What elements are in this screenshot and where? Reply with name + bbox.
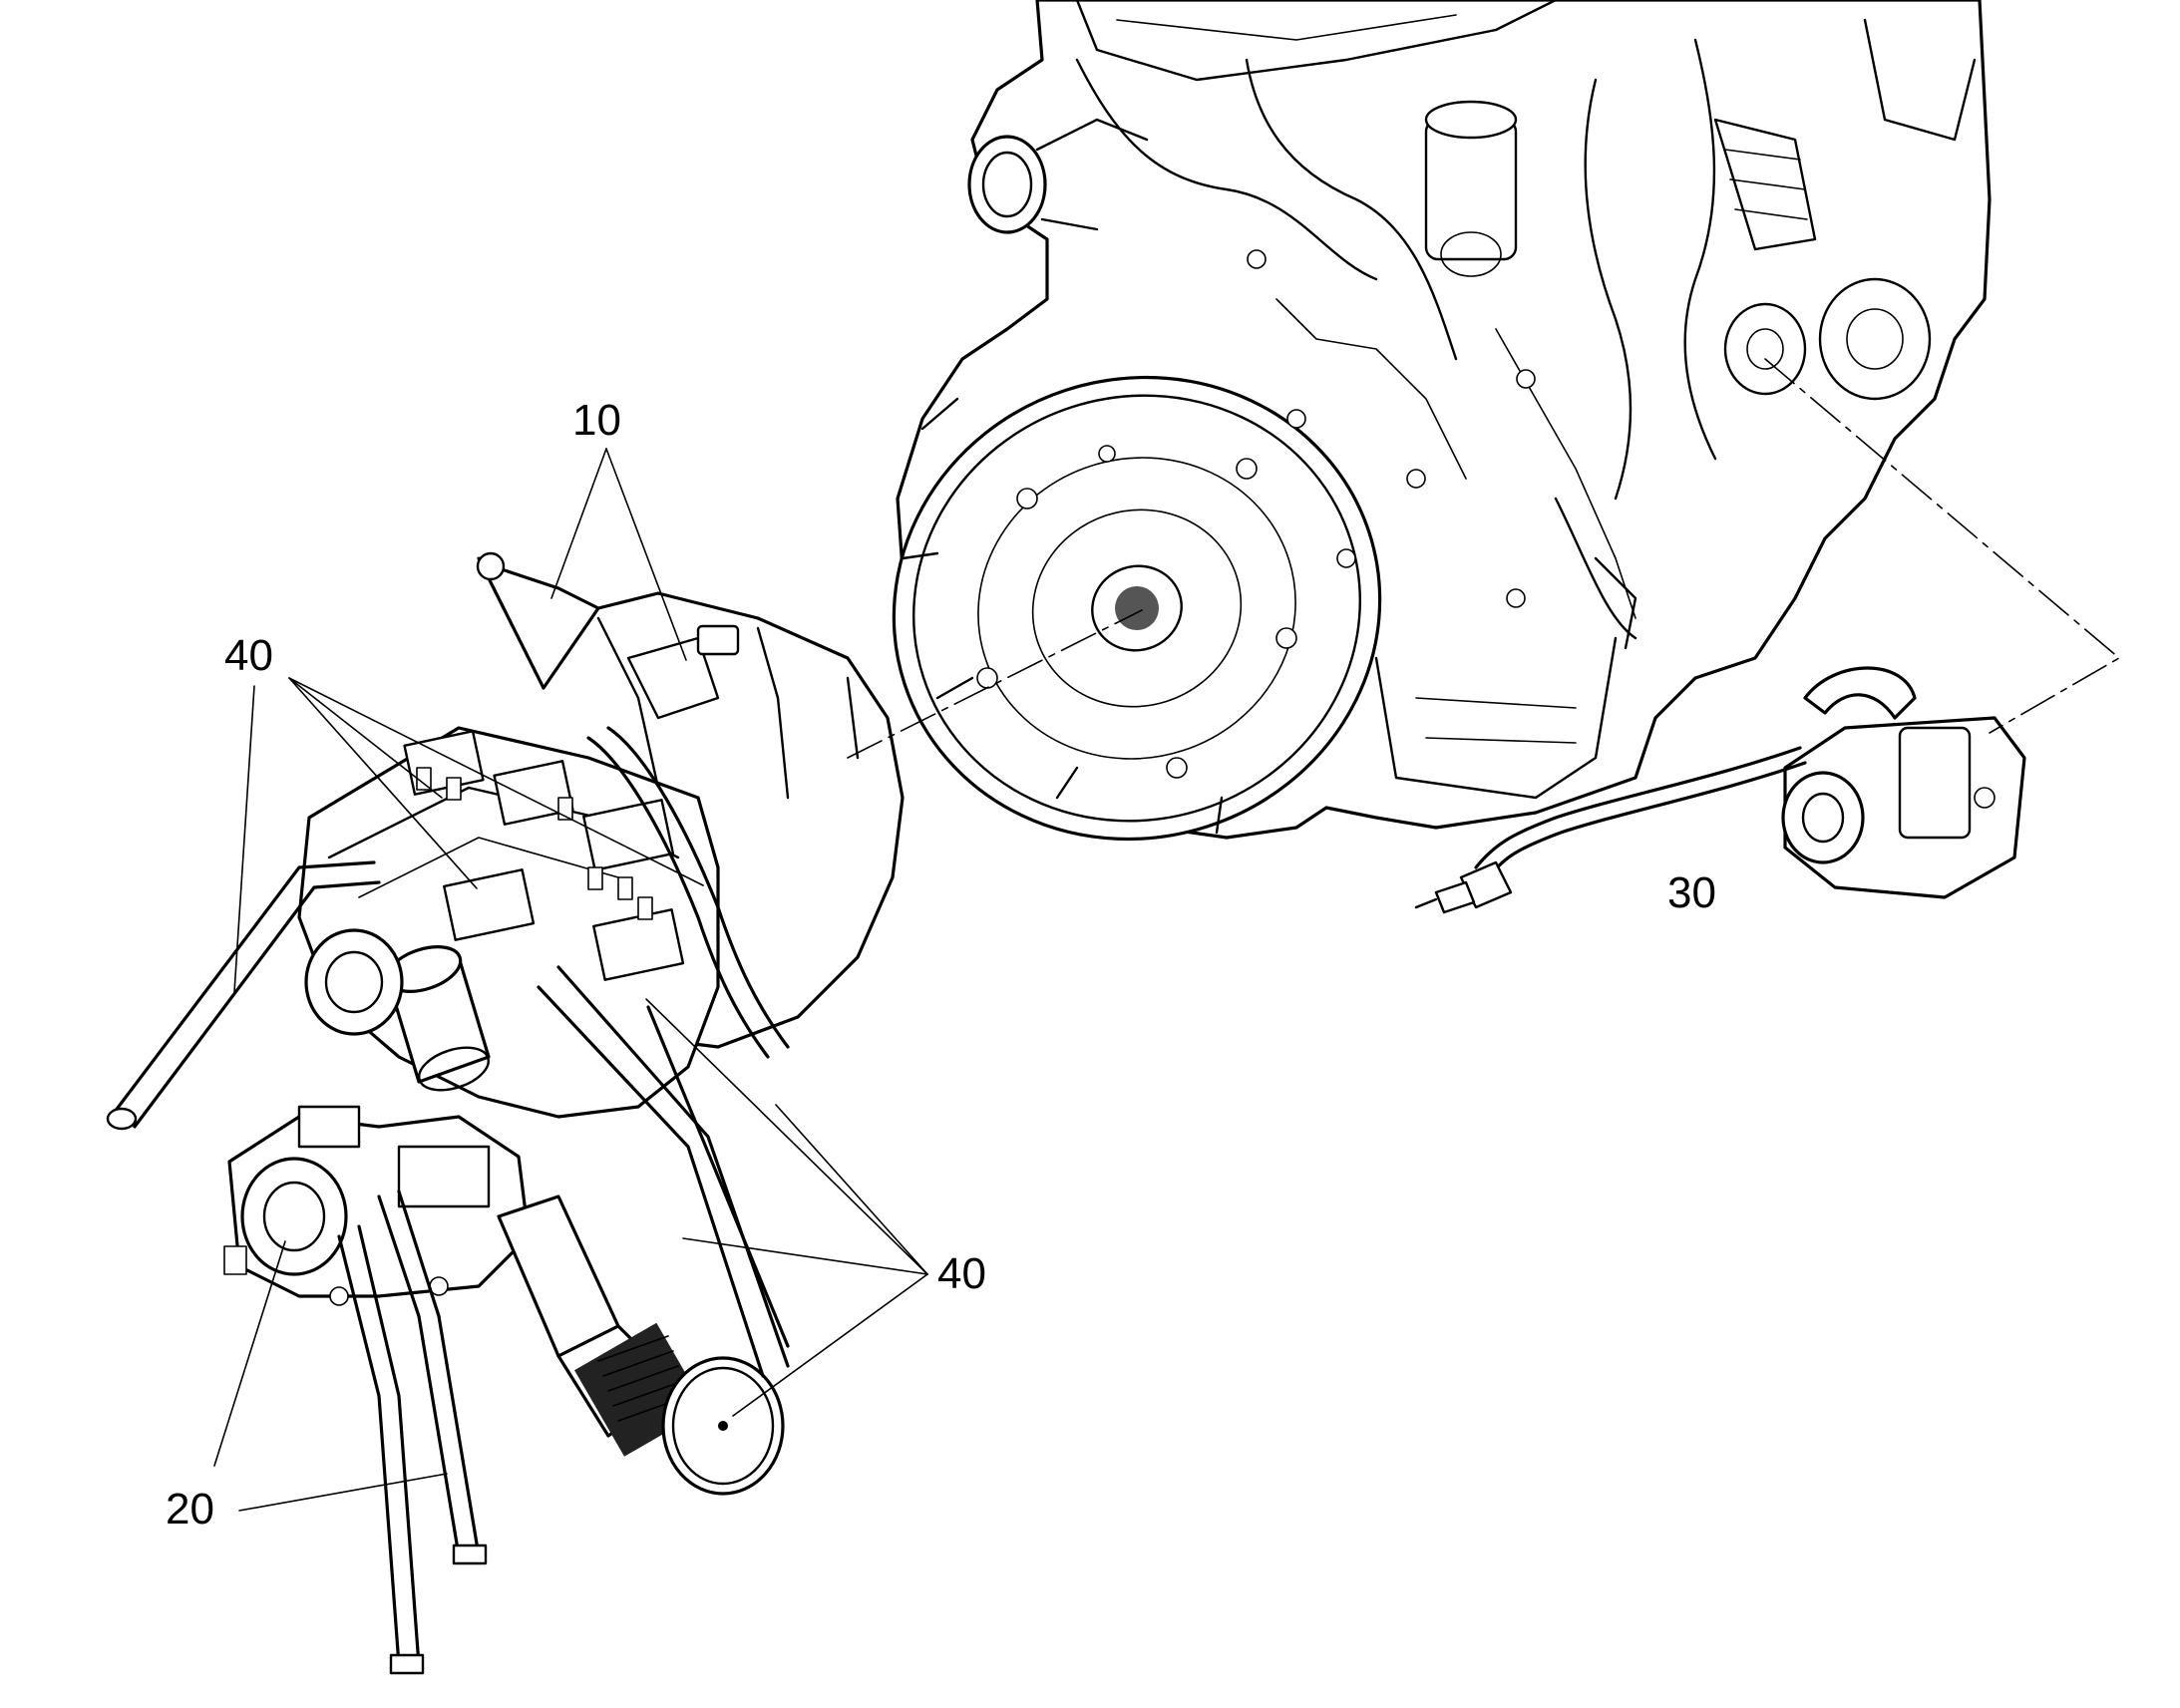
pump-drive-assembly (106, 551, 905, 1675)
callout-labels: 10 40 40 20 30 (166, 396, 1716, 1534)
flywheel (892, 375, 1382, 842)
alignment-lines (847, 358, 2120, 759)
hose-lines (106, 726, 790, 1675)
callout-10: 10 (572, 396, 621, 445)
leader-lines (213, 448, 928, 1512)
engine-assembly (892, 0, 1992, 842)
hydraulic-pump (223, 1105, 531, 1306)
starter-motor-assembly (1414, 666, 2026, 914)
callout-40-lower: 40 (937, 1249, 986, 1298)
filter-canister (385, 945, 491, 1092)
callout-40-upper: 40 (224, 631, 273, 680)
callout-20: 20 (166, 1485, 214, 1534)
suction-hose (497, 1195, 785, 1496)
callout-30: 30 (1667, 868, 1716, 917)
